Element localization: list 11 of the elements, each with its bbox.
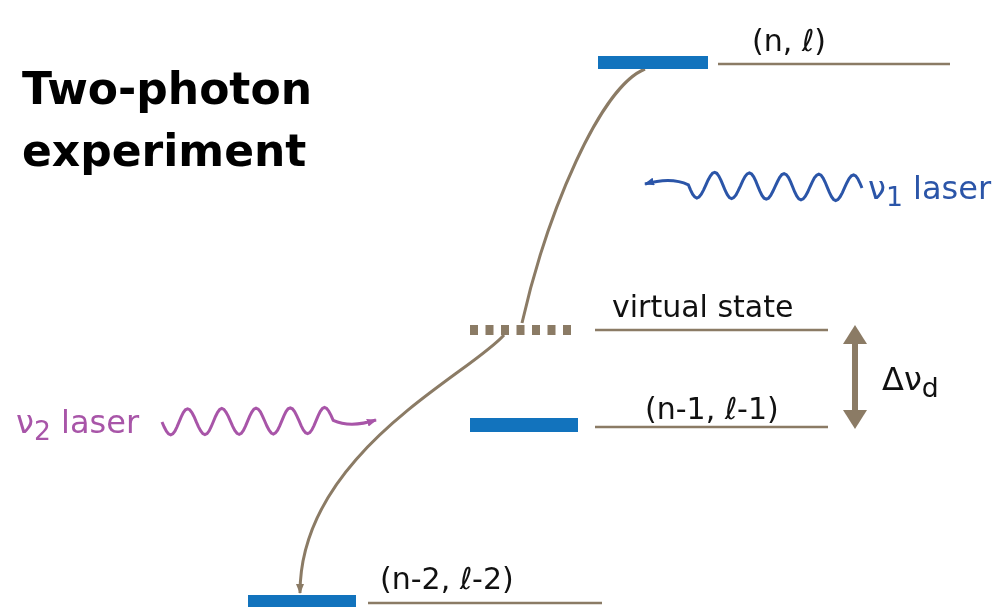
level-label: (n-1, ℓ-1) [645,392,779,426]
wavy-arrow [644,170,864,202]
wavy-arrow [160,406,377,437]
detuning-label: Δν$_{d}$ [882,362,939,406]
laser-label: ν$_{2}$ laser [16,402,156,442]
laser-label: ν$_{1}$ laser [868,168,1006,208]
level-label: virtual state [612,290,794,324]
title: Two-photon experiment [22,62,313,178]
level-label: (n-2, ℓ-2) [380,562,514,596]
transition-arrow [296,333,506,594]
level-label: (n, ℓ) [752,24,826,58]
